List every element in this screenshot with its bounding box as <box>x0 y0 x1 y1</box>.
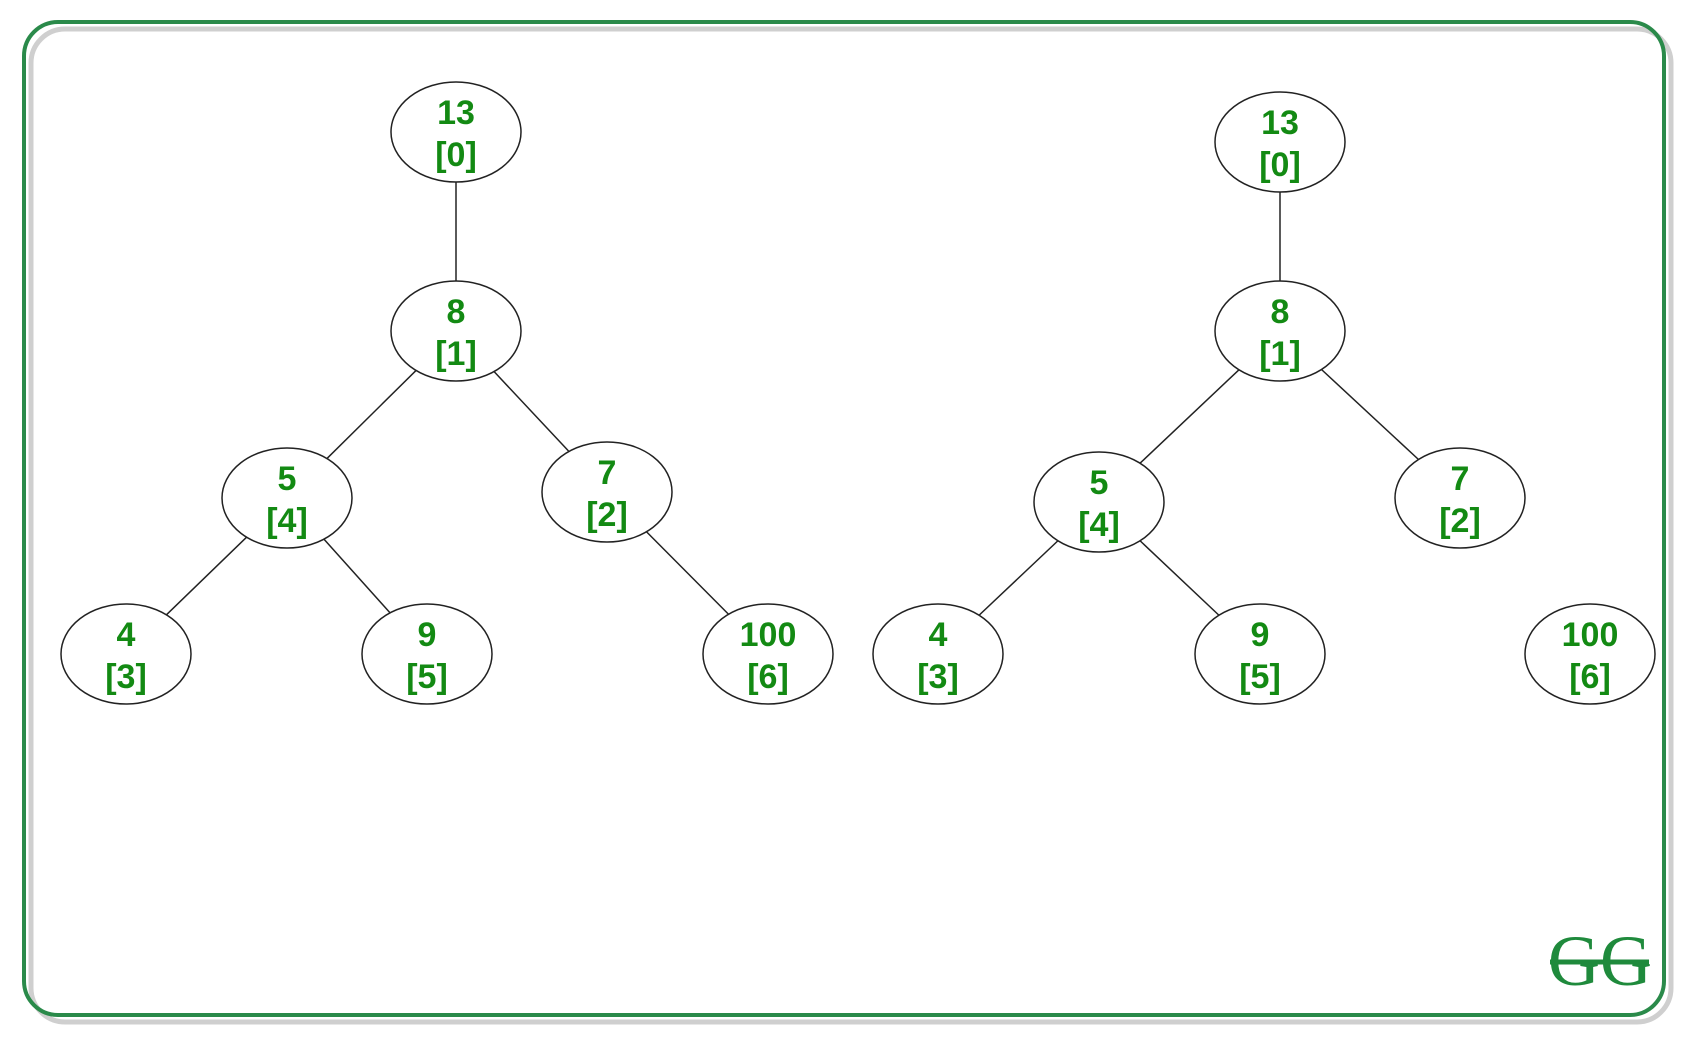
node-index: [5] <box>1239 658 1281 696</box>
tree-edge <box>165 536 248 616</box>
tree-edge <box>978 540 1059 616</box>
tree-edge <box>645 531 730 615</box>
node-index: [4] <box>1078 506 1120 544</box>
node-index: [1] <box>1259 335 1301 373</box>
node-value: 9 <box>1251 616 1270 654</box>
tree-node: 7[2] <box>541 441 673 543</box>
node-ellipse <box>872 603 1004 705</box>
node-index: [2] <box>586 496 628 534</box>
node-ellipse <box>1194 603 1326 705</box>
frame-shadow <box>28 26 1674 1025</box>
node-index: [6] <box>747 658 789 696</box>
node-ellipse <box>1214 280 1346 382</box>
tree-node: 13[0] <box>1214 91 1346 193</box>
tree-edge <box>1320 368 1420 461</box>
tree-node: 7[2] <box>1394 447 1526 549</box>
node-value: 7 <box>598 454 617 492</box>
node-value: 100 <box>740 616 797 654</box>
tree-node: 5[4] <box>221 447 353 549</box>
tree-node: 5[4] <box>1033 451 1165 553</box>
tree-edge <box>1139 369 1240 464</box>
node-ellipse <box>541 441 673 543</box>
node-ellipse <box>1394 447 1526 549</box>
tree-node: 9[5] <box>361 603 493 705</box>
node-value: 5 <box>278 460 297 498</box>
node-ellipse <box>60 603 192 705</box>
geeksforgeeks-logo: GG <box>1548 921 1652 1001</box>
tree-node: 13[0] <box>390 81 522 183</box>
node-value: 8 <box>1271 293 1290 331</box>
node-index: [0] <box>1259 146 1301 184</box>
tree-node: 100[6] <box>1524 603 1656 705</box>
tree-node: 4[3] <box>60 603 192 705</box>
node-ellipse <box>390 81 522 183</box>
edges-layer <box>165 182 1420 616</box>
node-index: [2] <box>1439 502 1481 540</box>
tree-edge <box>326 369 417 460</box>
frame-border <box>22 20 1666 1017</box>
node-index: [5] <box>406 658 448 696</box>
tree-node: 8[1] <box>1214 280 1346 382</box>
node-value: 8 <box>447 293 466 331</box>
node-index: [4] <box>266 502 308 540</box>
tree-node: 9[5] <box>1194 603 1326 705</box>
node-value: 7 <box>1451 460 1470 498</box>
tree-edge <box>323 538 391 614</box>
node-ellipse <box>1214 91 1346 193</box>
node-value: 13 <box>1261 104 1299 142</box>
node-index: [3] <box>105 658 147 696</box>
tree-node: 8[1] <box>390 280 522 382</box>
node-ellipse <box>221 447 353 549</box>
node-index: [3] <box>917 658 959 696</box>
node-index: [6] <box>1569 658 1611 696</box>
tree-node: 100[6] <box>702 603 834 705</box>
node-value: 5 <box>1090 464 1109 502</box>
tree-node: 4[3] <box>872 603 1004 705</box>
tree-edge <box>493 371 570 452</box>
node-value: 4 <box>929 616 948 654</box>
node-index: [0] <box>435 136 477 174</box>
node-ellipse <box>1524 603 1656 705</box>
node-ellipse <box>1033 451 1165 553</box>
node-value: 100 <box>1562 616 1619 654</box>
node-index: [1] <box>435 335 477 373</box>
node-value: 13 <box>437 94 475 132</box>
tree-edge <box>1139 540 1220 616</box>
nodes-layer: 13[0]8[1]5[4]7[2]4[3]9[5]100[6]13[0]8[1]… <box>60 81 1656 705</box>
node-value: 4 <box>117 616 136 654</box>
node-ellipse <box>702 603 834 705</box>
node-ellipse <box>390 280 522 382</box>
node-ellipse <box>361 603 493 705</box>
node-value: 9 <box>418 616 437 654</box>
